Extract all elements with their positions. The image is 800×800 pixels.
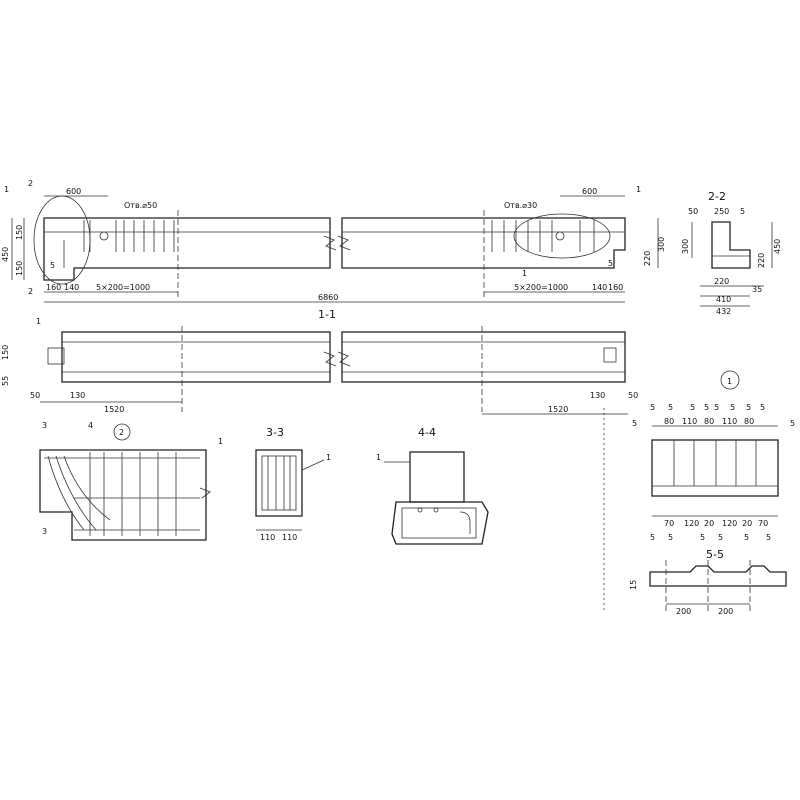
d1-top-dim: 5	[714, 403, 719, 412]
d1-bottom-dim: 20	[704, 519, 714, 528]
leader-1-elevation: 1	[522, 269, 527, 278]
dim-5-left: 5	[50, 261, 55, 270]
section-4-4-drawing	[384, 451, 489, 545]
d1-bottom-dim-2: 5	[650, 533, 655, 542]
dim-spacing-right: 5×200=1000	[514, 283, 568, 292]
s22-dim-220-v: 220	[757, 253, 766, 268]
detail-2-marker-4: 4	[88, 421, 93, 430]
section-2-2-drawing	[691, 221, 773, 307]
d1-bottom-dim: 20	[742, 519, 752, 528]
dim-300: 300	[657, 237, 666, 252]
d1-bottom-dim-2: 5	[766, 533, 771, 542]
dim-600-right: 600	[582, 187, 597, 196]
s55-dim-200-b: 200	[718, 607, 733, 616]
d1-top-dim: 5	[650, 403, 655, 412]
d1-top-dim: 5	[746, 403, 751, 412]
d1-top-dim: 5	[668, 403, 673, 412]
detail-1-label: 1	[727, 377, 732, 386]
d1-bottom-dim-2: 5	[718, 533, 723, 542]
callout-2: 2	[28, 179, 33, 188]
d1-top-dim-2: 80	[664, 417, 674, 426]
s33-dim-110-b: 110	[282, 533, 297, 542]
plan-dim-1520-left: 1520	[104, 405, 124, 414]
plan-leader-1: 1	[36, 317, 41, 326]
s33-dim-110-a: 110	[260, 533, 275, 542]
s44-leader-1: 1	[376, 453, 381, 462]
dim-spacing-left: 5×200=1000	[96, 283, 150, 292]
dim-600-left: 600	[66, 187, 81, 196]
dim-140-right: 140	[592, 283, 607, 292]
d1-top-dim: 5	[730, 403, 735, 412]
plan-dim-150: 150	[1, 345, 10, 360]
d1-top-dim: 5	[704, 403, 709, 412]
dim-150-b: 150	[15, 261, 24, 276]
marker-1-right: 1	[636, 185, 641, 194]
d1-bottom-dim-2: 5	[668, 533, 673, 542]
plan-dim-55: 55	[1, 376, 10, 386]
s55-dim-15: 15	[629, 580, 638, 590]
d1-bottom-dim: 70	[664, 519, 674, 528]
dim-150-a: 150	[15, 225, 24, 240]
d1-top-dim: 5	[760, 403, 765, 412]
d1-top-dim-2: 80	[704, 417, 714, 426]
hole-label-left: Отв.⌀50	[124, 201, 157, 210]
s22-dim-410: 410	[716, 295, 731, 304]
beam-elevation	[11, 195, 659, 303]
d1-bottom-dim-2: 5	[744, 533, 749, 542]
section-2-2-title: 2-2	[708, 190, 726, 203]
s55-dim-200-a: 200	[676, 607, 691, 616]
d1-bottom-dim-2: 5	[700, 533, 705, 542]
d1-side-5-left: 5	[632, 419, 637, 428]
detail-2-marker-3-bottom: 3	[42, 527, 47, 536]
s22-dim-432: 432	[716, 307, 731, 316]
s33-leader-1: 1	[326, 453, 331, 462]
d1-top-dim-2: 80	[744, 417, 754, 426]
d1-top-dim: 5	[690, 403, 695, 412]
beam-plan	[40, 326, 628, 415]
section-3-3-title: 3-3	[266, 426, 284, 439]
s22-dim-5: 5	[740, 207, 745, 216]
marker-2-bottom: 2	[28, 287, 33, 296]
detail-1-bottom-dims: 70 120 20 120 20 70 5 5 5 5 5 5	[650, 519, 771, 542]
d1-bottom-dim: 120	[684, 519, 699, 528]
dim-220: 220	[643, 251, 652, 266]
s22-dim-300: 300	[681, 239, 690, 254]
section-4-4-title: 4-4	[418, 426, 436, 439]
d1-top-dim-2: 110	[722, 417, 737, 426]
plan-title: 1-1	[318, 308, 336, 321]
detail-2-leader-1: 1	[218, 437, 223, 446]
section-5-5-title: 5-5	[706, 548, 724, 561]
plan-dim-130-right: 130	[590, 391, 605, 400]
detail-1-drawing	[603, 370, 779, 612]
s22-dim-250: 250	[714, 207, 729, 216]
plan-dim-1520-right: 1520	[548, 405, 568, 414]
d1-bottom-dim: 70	[758, 519, 768, 528]
plan-dim-130-left: 130	[70, 391, 85, 400]
s22-dim-220: 220	[714, 277, 729, 286]
hole-label-right: Отв.⌀30	[504, 201, 537, 210]
detail-2-label: 2	[119, 428, 124, 437]
plan-dim-50-right: 50	[628, 391, 638, 400]
section-3-3-drawing	[255, 449, 325, 531]
dim-total: 6860	[318, 293, 338, 302]
d1-side-5-right: 5	[790, 419, 795, 428]
callout-1: 1	[4, 185, 9, 194]
dim-450: 450	[1, 247, 10, 262]
dim-140-left: 140	[64, 283, 79, 292]
detail-2-drawing	[39, 423, 211, 541]
section-5-5-drawing	[649, 560, 787, 612]
detail-2-marker-3: 3	[42, 421, 47, 430]
s22-dim-35: 35	[752, 285, 762, 294]
dim-5-right: 5	[608, 259, 613, 268]
s22-dim-50: 50	[688, 207, 698, 216]
plan-dim-50-left: 50	[30, 391, 40, 400]
d1-top-dim-2: 110	[682, 417, 697, 426]
dim-160-left: 160	[46, 283, 61, 292]
s22-dim-450: 450	[773, 239, 782, 254]
d1-bottom-dim: 120	[722, 519, 737, 528]
detail-1-top-dims: 5 5 5 5 5 5 5 5 80 110 80 110 80	[650, 403, 765, 426]
dim-160-right: 160	[608, 283, 623, 292]
